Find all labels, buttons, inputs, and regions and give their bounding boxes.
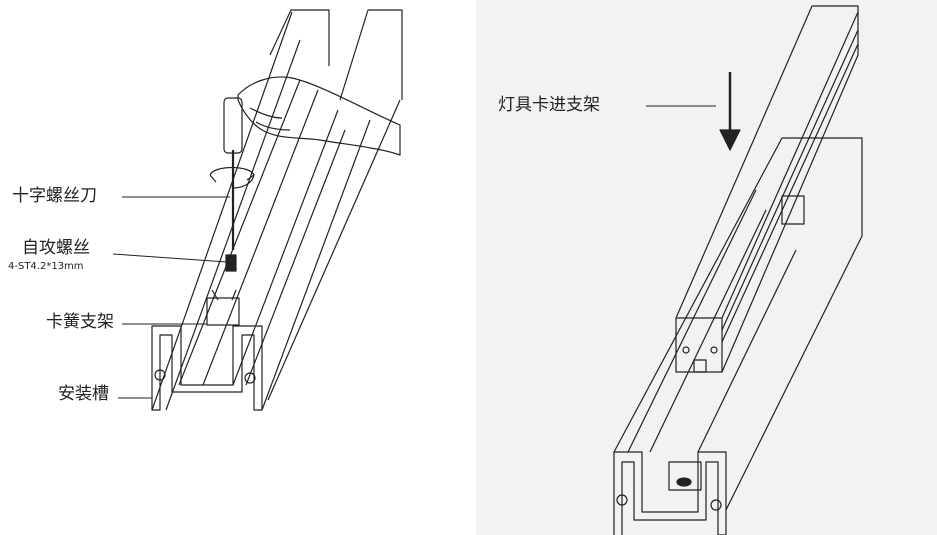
screwdriver-handle [223,97,243,154]
spring-bracket [206,297,240,326]
panel-step-screw-bracket: 十字螺丝刀 自攻螺丝 4-ST4.2*13mm 卡簧支架 安装槽 [8,9,403,411]
channel-long-edge-7 [261,119,371,411]
label-screw-spec: 4-ST4.2*13mm [8,261,84,272]
panel-step-insert-fixture: 灯具卡进支架 [476,0,937,535]
self-tapping-screw [225,254,237,272]
channel-back-rail-left [269,9,330,66]
light-fixture [675,5,859,373]
label-spring-bracket: 卡簧支架 [46,312,114,332]
channel-back-rail-right [339,9,403,101]
mount-channel-cross-section [613,451,727,535]
left-illustration [112,9,403,411]
channel-long-edge-8 [267,99,401,401]
label-screwdriver: 十字螺丝刀 [12,186,97,206]
channel-cross-section [151,325,263,411]
hand [237,76,401,156]
label-insert-fixture: 灯具卡进支架 [498,95,600,115]
down-arrow-head [719,129,741,151]
label-screw: 自攻螺丝 [22,238,90,258]
mount-channel [613,137,863,511]
channel-long-edge-5 [232,109,339,386]
right-illustration [613,5,863,535]
channel-long-edge-3 [178,79,301,386]
channel-long-edge-4 [202,89,319,386]
label-channel: 安装槽 [58,384,109,404]
